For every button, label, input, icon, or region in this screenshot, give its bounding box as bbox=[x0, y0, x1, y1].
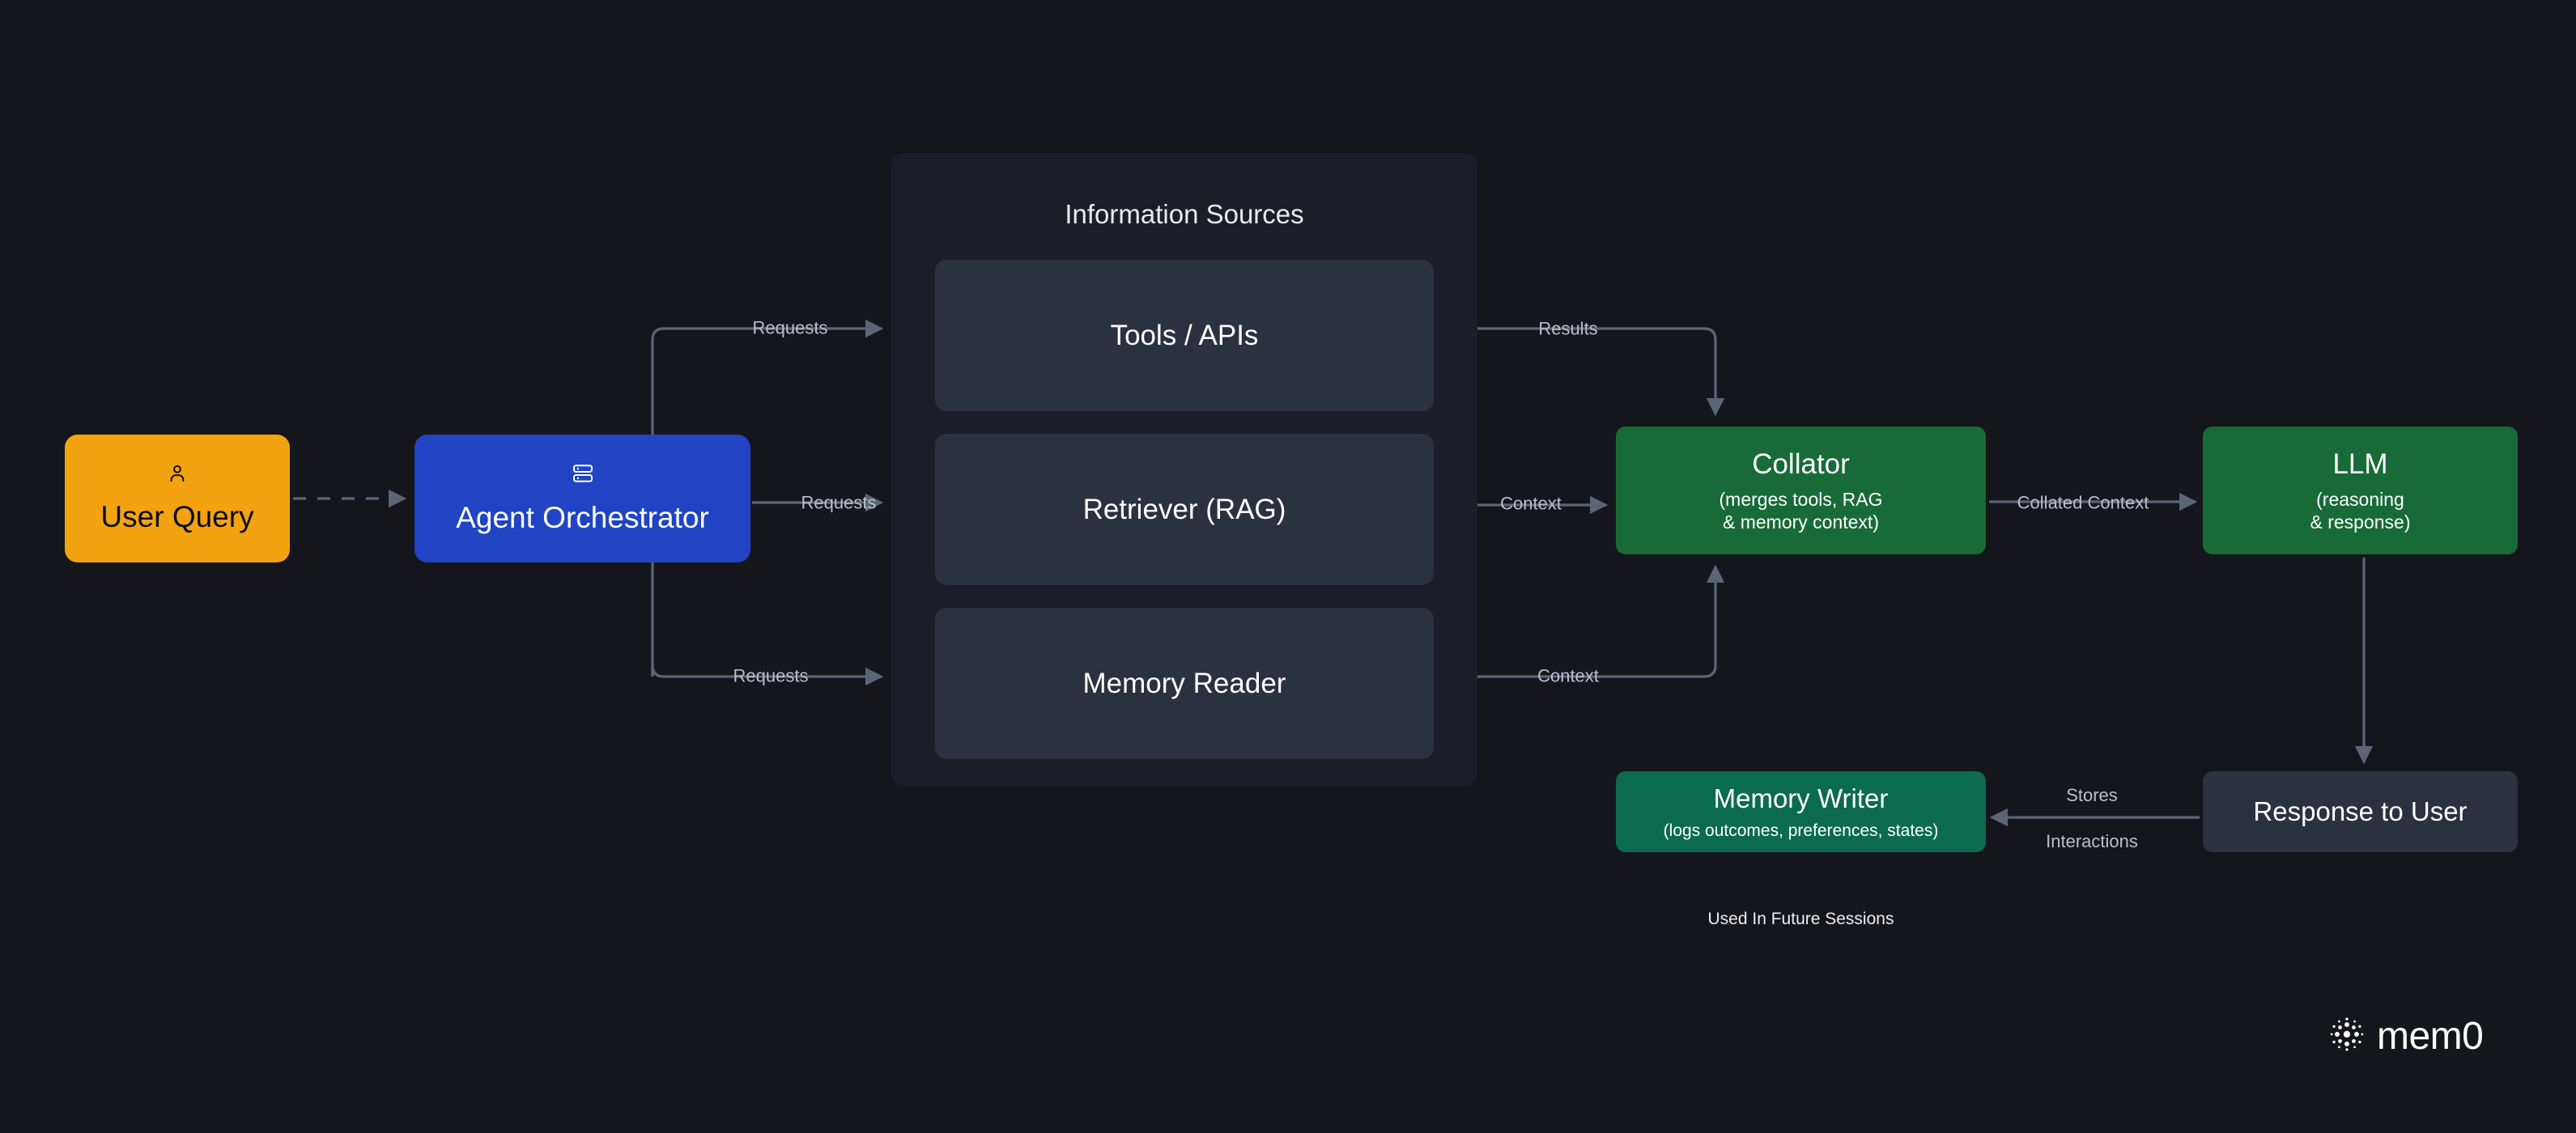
edge-label-results: Results bbox=[1538, 318, 1598, 339]
node-collator-title: Collator bbox=[1752, 448, 1850, 480]
edge-label-stores-interactions-line2: Interactions bbox=[2046, 830, 2138, 851]
node-tools-apis-label: Tools / APIs bbox=[1110, 319, 1259, 351]
mem0-logo: mem0 bbox=[2328, 1014, 2484, 1058]
node-llm-subtitle: (reasoning & response) bbox=[2310, 489, 2411, 533]
node-retriever-rag[interactable]: Retriever (RAG) bbox=[935, 434, 1434, 585]
node-llm-title: LLM bbox=[2332, 448, 2388, 480]
edge-label-requests-retriever: Requests bbox=[801, 492, 877, 513]
node-agent-orchestrator[interactable]: Agent Orchestrator bbox=[414, 435, 750, 562]
node-memory-writer-subtitle: (logs outcomes, preferences, states) bbox=[1663, 821, 1939, 840]
node-retriever-rag-label: Retriever (RAG) bbox=[1082, 493, 1286, 525]
mem0-radial-dots-icon bbox=[2328, 1016, 2366, 1057]
information-sources-group: Information Sources Tools / APIs Retriev… bbox=[891, 153, 1477, 786]
node-memory-reader-label: Memory Reader bbox=[1082, 667, 1286, 699]
edge-label-context-memory-reader: Context bbox=[1537, 665, 1599, 686]
node-user-query[interactable]: User Query bbox=[65, 435, 290, 562]
node-user-query-label: User Query bbox=[100, 500, 254, 534]
server-stack-icon bbox=[571, 461, 595, 490]
edge-label-stores-interactions: Stores Interactions bbox=[2046, 761, 2138, 853]
edge-label-requests-memory-reader: Requests bbox=[733, 665, 809, 686]
node-tools-apis[interactable]: Tools / APIs bbox=[935, 260, 1434, 411]
node-memory-writer[interactable]: Memory Writer (logs outcomes, preference… bbox=[1616, 771, 1986, 852]
information-sources-title: Information Sources bbox=[1065, 199, 1304, 229]
node-collator[interactable]: Collator (merges tools, RAG & memory con… bbox=[1616, 426, 1986, 554]
edge-label-requests-tools: Requests bbox=[752, 317, 828, 338]
edge-label-stores-interactions-line1: Stores bbox=[2066, 784, 2118, 805]
user-icon bbox=[167, 462, 188, 490]
node-memory-writer-title: Memory Writer bbox=[1713, 783, 1889, 813]
node-response-to-user-title: Response to User bbox=[2253, 796, 2468, 826]
edge-label-collated-context: Collated Context bbox=[2017, 492, 2149, 513]
node-collator-subtitle: (merges tools, RAG & memory context) bbox=[1719, 489, 1883, 533]
mem0-wordmark: mem0 bbox=[2377, 1014, 2484, 1058]
node-memory-reader[interactable]: Memory Reader bbox=[935, 608, 1434, 759]
node-response-to-user[interactable]: Response to User bbox=[2203, 771, 2518, 852]
caption-used-in-future-sessions: Used In Future Sessions bbox=[1707, 910, 1894, 928]
edge-memory-reader-to-collator-context bbox=[1436, 564, 1725, 678]
node-llm[interactable]: LLM (reasoning & response) bbox=[2203, 426, 2518, 554]
node-agent-orchestrator-label: Agent Orchestrator bbox=[456, 501, 709, 535]
edge-label-context-retriever: Context bbox=[1500, 493, 1562, 514]
edge-tools-to-collator-results bbox=[1436, 327, 1725, 417]
